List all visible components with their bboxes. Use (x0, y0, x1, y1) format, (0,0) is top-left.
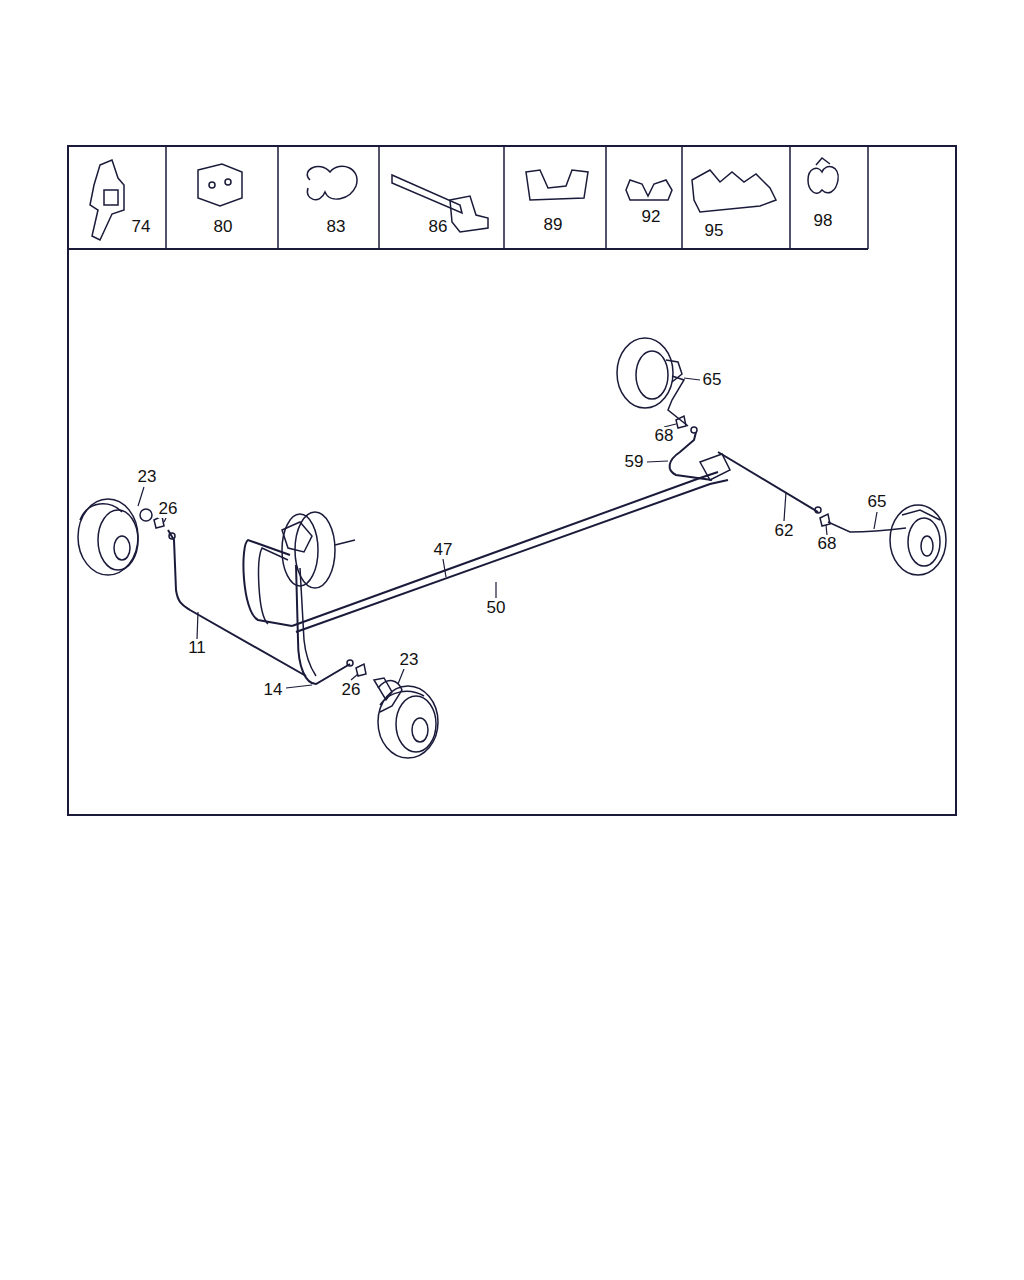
callout-number: 95 (704, 222, 725, 240)
callout-number: 26 (341, 681, 362, 699)
callout-number: 47 (433, 541, 454, 559)
callout-number: 65 (702, 371, 723, 389)
callout-number: 92 (641, 208, 662, 226)
callout-number: 68 (654, 427, 675, 445)
callout-number: 59 (624, 453, 645, 471)
callout-number: 11 (187, 639, 207, 657)
callout-number: 83 (326, 218, 347, 236)
callout-number: 68 (817, 535, 838, 553)
callout-number: 26 (158, 500, 179, 518)
callout-number: 74 (131, 218, 152, 236)
callout-number: 23 (137, 468, 158, 486)
callout-number: 86 (428, 218, 449, 236)
callout-number: 98 (813, 212, 834, 230)
callout-number: 14 (263, 681, 284, 699)
callout-number: 80 (213, 218, 234, 236)
callout-number: 65 (867, 493, 888, 511)
callout-number: 50 (486, 599, 507, 617)
callout-number: 23 (399, 651, 420, 669)
callout-number: 89 (543, 216, 564, 234)
callout-number: 62 (774, 522, 795, 540)
